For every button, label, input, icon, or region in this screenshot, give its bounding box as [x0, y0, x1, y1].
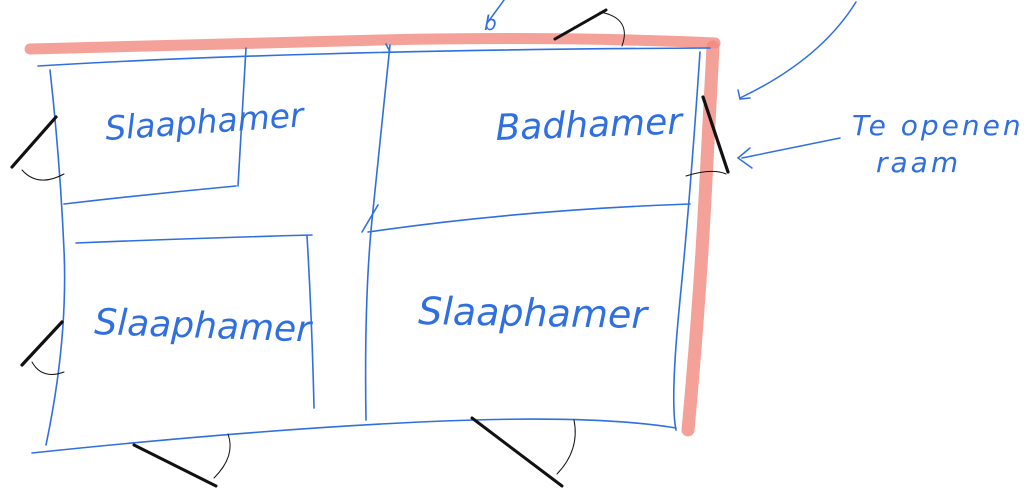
window-right-bathroom	[685, 95, 730, 177]
wall-bottom-left-room-top	[75, 234, 313, 244]
highlighted-right-wall	[681, 40, 720, 437]
top-center-tick	[385, 43, 391, 53]
annotation-line-2: raam	[876, 146, 961, 179]
window-bottom-right	[470, 416, 576, 488]
annotation-line-1: Te openen	[852, 109, 1024, 142]
top-mark: b	[484, 11, 497, 35]
room-label-bedroom-bottom-right: Slaaphamer	[418, 289, 650, 337]
wall-small-tick	[361, 204, 379, 233]
arrow-top-right-head	[737, 89, 751, 100]
wall-top-left-room-right	[237, 47, 247, 187]
annotation-text: Te openen raam b	[484, 11, 1024, 179]
highlighted-walls	[24, 33, 721, 437]
room-label-bedroom-top-left: Slaaphamer	[104, 95, 307, 148]
arrow-to-window-head	[736, 147, 753, 169]
wall-center-vertical	[364, 44, 391, 421]
wall-bottom	[31, 418, 677, 454]
window-left-top	[10, 115, 65, 181]
annotation-arrows	[487, 0, 857, 169]
window-bottom-left	[132, 433, 231, 488]
wall-bathroom-bottom	[367, 203, 691, 233]
wall-left-outer	[45, 69, 66, 446]
window-left-bottom	[20, 320, 65, 375]
arrow-to-window	[741, 137, 841, 159]
room-label-bathroom: Badhamer	[495, 101, 685, 149]
floor-plan-walls	[31, 43, 711, 454]
wall-bottom-left-room-right	[306, 235, 315, 409]
window-top-center	[553, 8, 625, 47]
arrow-top-right-curve	[739, 1, 857, 99]
room-label-bedroom-bottom-left: Slaaphamer	[94, 302, 314, 351]
arrow-top-center	[487, 0, 505, 23]
wall-right	[672, 51, 701, 431]
window-markers	[10, 8, 730, 488]
room-labels: Slaaphamer Badhamer Slaaphamer Slaaphame…	[94, 95, 685, 351]
wall-top-left-room-bottom	[63, 185, 237, 205]
wall-top	[37, 47, 711, 67]
highlighted-top-wall	[24, 33, 721, 55]
